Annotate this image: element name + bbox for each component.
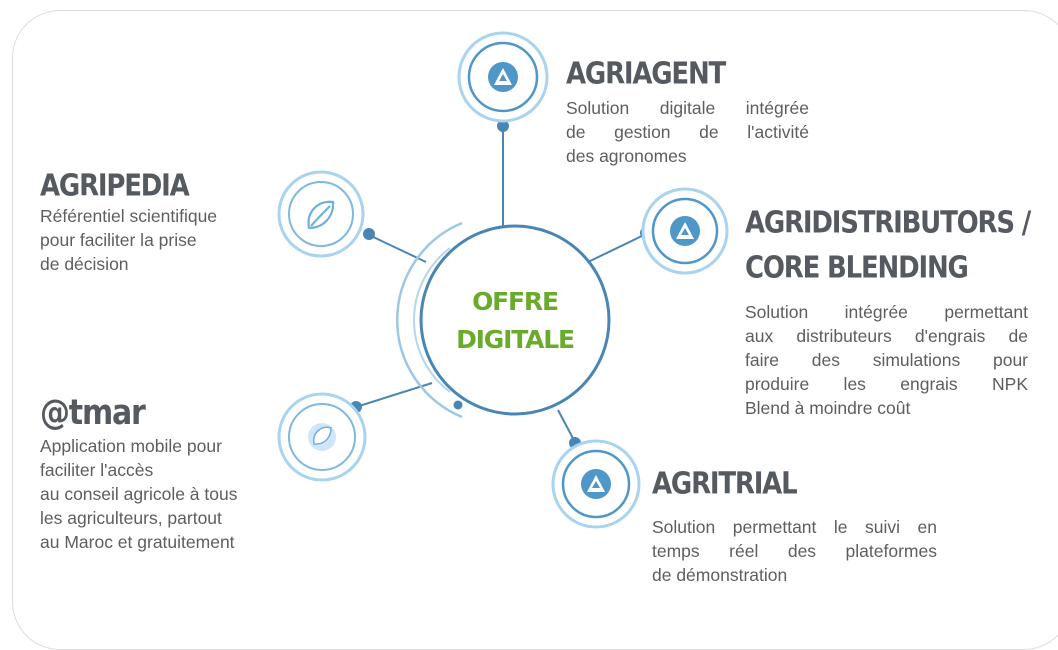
dot-agripedia [363, 228, 375, 240]
triangle-logo-icon [581, 469, 611, 499]
agritrial-title: AGRITRIAL [652, 467, 798, 502]
agritrial-desc-line: Solution permettant le suivi en [652, 517, 937, 537]
agridistributors-description: Solution intégrée permettant aux distrib… [745, 300, 1028, 420]
connector-agridistributors [587, 233, 647, 263]
agripedia-title: AGRIPEDIA [40, 169, 190, 204]
agridistributors-desc-line: produire les engrais NPK [745, 374, 1028, 394]
center-label-line2: DIGITALE [456, 325, 575, 354]
center-arc-inner [413, 247, 451, 393]
dot-agriagent [497, 120, 509, 132]
leaf-outline-icon [307, 200, 335, 230]
agridistributors-desc-line: faire des simulations pour [745, 350, 1028, 370]
atmar-desc-line: au Maroc et gratuitement [40, 532, 235, 552]
node-agritrial-icon [551, 439, 641, 529]
agriagent-desc-line: Solution digitale intégrée [566, 98, 809, 118]
agriagent-desc-line: des agronomes [566, 146, 687, 166]
agritrial-desc-line: de démonstration [652, 565, 788, 585]
agridistributors-title-line1: AGRIDISTRIBUTORS / [745, 206, 1031, 241]
atmar-desc-line: Application mobile pour [40, 436, 222, 456]
triangle-logo-icon [670, 216, 700, 246]
atmar-desc-line: faciliter l'accès [40, 460, 154, 480]
connector-agritrial [557, 409, 576, 443]
atmar-description: Application mobile pour faciliter l'accè… [40, 434, 237, 554]
agripedia-desc-line: Référentiel scientifique [40, 206, 218, 226]
atmar-title: @tmar [40, 393, 146, 434]
agridistributors-desc-line: Blend à moindre coût [745, 398, 911, 418]
center-label: OFFRE DIGITALE [440, 283, 590, 359]
connector-atmar [355, 382, 433, 408]
agripedia-desc-line: de décision [40, 254, 129, 274]
node-agridistributors-icon [641, 187, 729, 275]
connector-lines [355, 126, 647, 443]
agridistributors-title-line2: CORE BLENDING [745, 251, 969, 286]
agripedia-description: Référentiel scientifique pour faciliter … [40, 204, 217, 276]
atmar-desc-line: au conseil agricole à tous [40, 484, 238, 504]
agripedia-desc-line: pour faciliter la prise [40, 230, 197, 250]
hub-diagram [277, 31, 729, 529]
agridistributors-desc-line: aux distributeurs d'engrais de [745, 326, 1028, 346]
node-agripedia-icon [277, 170, 365, 258]
center-circle [419, 224, 611, 416]
agriagent-description: Solution digitale intégrée de gestion de… [566, 96, 809, 168]
node-agriagent-icon [457, 31, 549, 123]
center-hub [396, 221, 611, 419]
atmar-desc-line: les agriculteurs, partout [40, 508, 222, 528]
center-arc-outer [396, 221, 463, 419]
agriagent-title: AGRIAGENT [566, 57, 726, 92]
agritrial-desc-line: temps réel des plateformes [652, 541, 937, 561]
agritrial-description: Solution permettant le suivi en temps ré… [652, 515, 937, 587]
triangle-logo-icon [488, 62, 518, 92]
agriagent-desc-line: de gestion de l'activité [566, 122, 809, 142]
dot-center-ring [453, 400, 463, 410]
agridistributors-desc-line: Solution intégrée permettant [745, 302, 1028, 322]
node-atmar-icon [277, 392, 367, 482]
center-label-line1: OFFRE [472, 287, 559, 316]
